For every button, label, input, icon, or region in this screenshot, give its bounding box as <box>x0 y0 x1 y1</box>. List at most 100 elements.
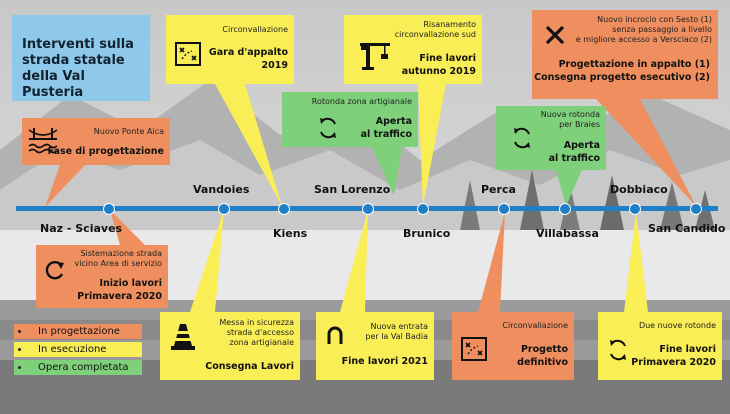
brunico-main-2: autunno 2019 <box>401 66 476 77</box>
sesto-sub-1: Nuovo incrocio con Sesto (1) <box>597 15 712 24</box>
connector-kiens <box>190 210 224 312</box>
legend-label: In esecuzione <box>38 344 107 355</box>
connector-aica <box>45 165 85 207</box>
braies-sub-1: Nuova rotonda <box>540 110 600 119</box>
node-kiens <box>278 203 290 215</box>
connector-perca <box>478 212 505 312</box>
dobbiaco-main-2: Primavera 2020 <box>631 357 716 368</box>
bridge-icon <box>28 128 58 154</box>
place-vandoies: Vandoies <box>193 183 250 196</box>
place-kiens: Kiens <box>273 227 308 240</box>
refresh-icon <box>45 261 64 280</box>
kiens-main: Consegna Lavori <box>205 361 294 372</box>
kiens-sub-3: zona artigianale <box>229 338 294 347</box>
vandoies-main-2: 2019 <box>261 60 288 71</box>
node-san-candido <box>690 203 702 215</box>
place-san-candido: San Candido <box>648 222 726 235</box>
place-brunico: Brunico <box>403 227 451 240</box>
lorenzo-top-sub: Rotonda zona artigianale <box>311 97 412 106</box>
node-naz-sciaves <box>103 203 115 215</box>
legend-opera-completata: Opera completata <box>14 360 142 375</box>
sesto-main-1: Progettazione in appalto (1) <box>558 59 710 70</box>
braies-sub-2: per Braies <box>559 120 600 129</box>
connector-brunico <box>418 84 446 206</box>
connector-sesto <box>596 99 696 206</box>
sesto-main-2: Consegna progetto esecutivo (2) <box>534 72 710 83</box>
node-brunico <box>417 203 429 215</box>
vandoies-main-1: Gara d'appalto <box>208 47 288 58</box>
callout-incrocio-sesto: Nuovo incrocio con Sesto (1) senza passa… <box>532 10 718 99</box>
place-naz-sciaves: Naz - Sciaves <box>40 222 123 235</box>
callout-area-servizio: Sistemazione strada vicino Area di servi… <box>36 245 168 308</box>
braies-main-2: al traffico <box>548 153 600 164</box>
callout-zona-artigianale-kiens: Messa in sicurezza strada d'accesso zona… <box>160 312 300 380</box>
brunico-sub-2: circonvallazione sud <box>394 30 476 39</box>
badia-main: Fine lavori 2021 <box>341 356 428 367</box>
place-villabassa: Villabassa <box>536 227 599 240</box>
connector-sciaves <box>110 210 145 245</box>
sciaves-sub-2: vicino Area di servizio <box>74 259 162 268</box>
callout-rotonda-braies: Nuova rotonda per Braies Aperta al traff… <box>496 106 606 170</box>
callout-rotonda-zona-artigianale: Rotonda zona artigianale Aperta al traff… <box>282 92 418 147</box>
legend-bullet <box>18 330 21 333</box>
place-perca: Perca <box>481 183 516 196</box>
close-x-icon <box>545 25 565 45</box>
roundabout-icon <box>514 127 530 149</box>
legend-label: Opera completata <box>38 362 129 373</box>
lorenzo-top-main-2: al traffico <box>360 129 412 140</box>
title-line-1: Interventi sulla <box>22 37 134 52</box>
legend-bullet <box>18 366 21 369</box>
brunico-sub-1: Risanamento <box>423 20 476 29</box>
place-dobbiaco: Dobbiaco <box>610 183 668 196</box>
badia-sub-2: per la Val Badia <box>365 332 428 341</box>
connector-braies <box>556 170 582 206</box>
legend-in-progettazione: In progettazione <box>14 324 142 339</box>
sciaves-main-2: Primavera 2020 <box>77 291 162 302</box>
map-icon <box>175 42 201 66</box>
legend-bullet <box>18 348 21 351</box>
aica-sub: Nuovo Ponte Aica <box>93 127 164 136</box>
place-san-lorenzo: San Lorenzo <box>314 183 391 196</box>
node-vandoies <box>218 203 230 215</box>
callout-entrata-val-badia: Nuova entrata per la Val Badia Fine lavo… <box>316 312 434 380</box>
sciaves-main-1: Inizio lavori <box>99 278 162 289</box>
perca-main-2: definitivo <box>517 357 568 368</box>
connector-dobbiaco <box>624 212 648 312</box>
roundabout-icon <box>320 117 336 139</box>
dobbiaco-main-1: Fine lavori <box>659 344 716 355</box>
callout-circonvallazione-perca: Circonvallazione Progetto definitivo <box>452 312 574 380</box>
sesto-sub-3: e migliore accesso a Versciaco (2) <box>575 35 712 44</box>
perca-sub: Circonvallazione <box>502 321 568 330</box>
kiens-sub-2: strada d'accesso <box>226 328 294 337</box>
sciaves-sub-1: Sistemazione strada <box>80 249 162 258</box>
dobbiaco-sub: Due nuove rotonde <box>638 321 716 330</box>
node-villabassa <box>559 203 571 215</box>
node-san-lorenzo <box>362 203 374 215</box>
u-turn-icon <box>327 326 343 344</box>
badia-sub-1: Nuova entrata <box>370 322 429 331</box>
perca-main-1: Progetto <box>520 344 568 355</box>
callout-rotonde-dobbiaco: Due nuove rotonde Fine lavori Primavera … <box>598 312 722 380</box>
kiens-sub-1: Messa in sicurezza <box>219 318 294 327</box>
roundabout-icon <box>610 339 626 361</box>
connector-lorenzo-top <box>372 147 402 196</box>
title-line-2: strada statale <box>22 53 125 68</box>
brunico-main-1: Fine lavori <box>419 53 476 64</box>
vandoies-sub: Circonvallazione <box>222 25 288 34</box>
lorenzo-top-main-1: Aperta <box>375 116 412 127</box>
node-dobbiaco <box>629 203 641 215</box>
aica-main: Fase di progettazione <box>47 146 164 157</box>
legend-label: In progettazione <box>38 326 120 337</box>
map-icon <box>461 337 487 361</box>
legend-in-esecuzione: In esecuzione <box>14 342 142 357</box>
braies-main-1: Aperta <box>563 140 600 151</box>
callout-circonvallazione-sud: Risanamento circonvallazione sud Fine la… <box>344 15 482 84</box>
callout-ponte-aica: Nuovo Ponte Aica Fase di progettazione <box>22 118 170 165</box>
connector-vandoies <box>215 84 282 206</box>
connector-badia <box>340 210 368 312</box>
sesto-sub-2: senza passaggio a livello <box>612 25 712 34</box>
callout-circonvallazione-vandoies: Circonvallazione Gara d'appalto 2019 <box>166 15 294 84</box>
title-box: Interventi sulla strada statale della Va… <box>12 15 150 101</box>
